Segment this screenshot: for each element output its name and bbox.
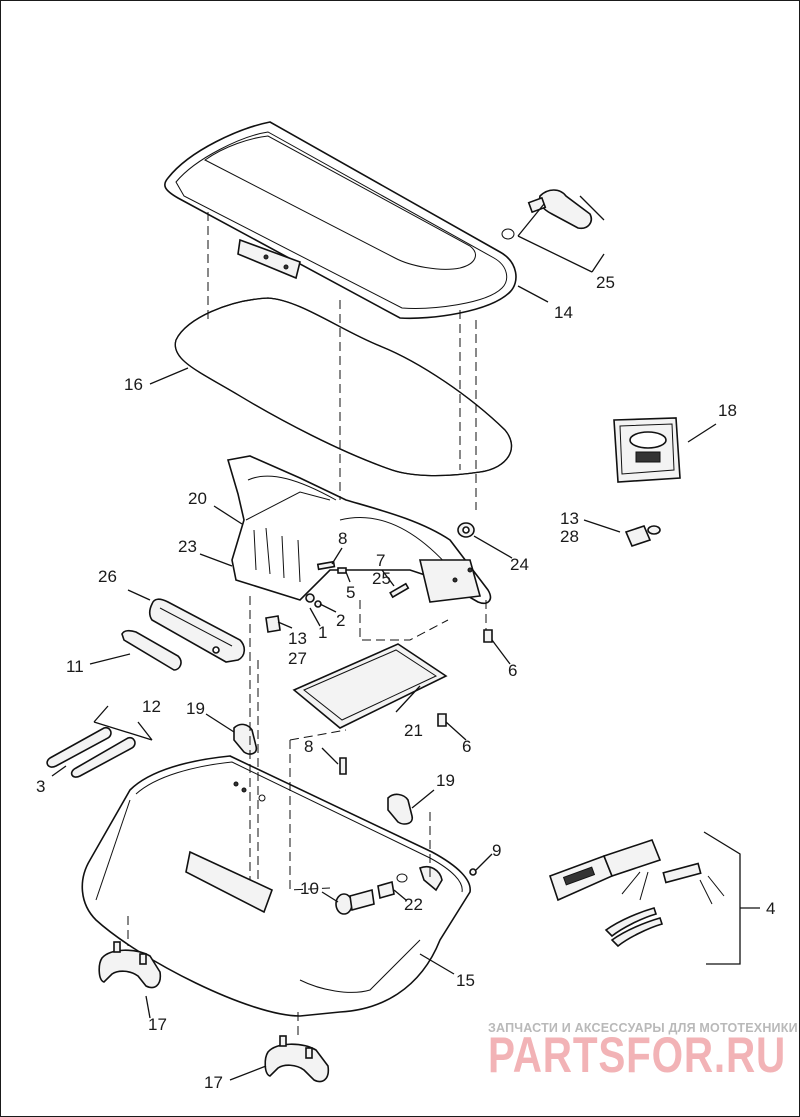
callout-10: 10	[300, 879, 319, 898]
watermark: ЗАПЧАСТИ И АКСЕССУАРЫ ДЛЯ МОТОТЕХНИКИ PA…	[488, 1021, 798, 1083]
part-lock-cylinder	[335, 873, 408, 915]
part-kit-box	[613, 417, 681, 483]
part-small-latch	[624, 525, 661, 547]
callout-13-right: 13	[560, 509, 579, 528]
callout-6-lower: 6	[462, 737, 471, 756]
callout-14: 14	[554, 303, 573, 322]
callout-18: 18	[718, 401, 737, 420]
part-small-fasteners	[265, 560, 493, 876]
callout-19-left: 19	[186, 699, 205, 718]
part-latch-handle	[501, 189, 593, 240]
callout-9: 9	[492, 841, 501, 860]
part-reflector-strips	[46, 726, 136, 778]
leader-lines	[51, 195, 760, 1081]
callout-16: 16	[124, 375, 143, 394]
part-clip-left	[233, 723, 258, 755]
callout-21: 21	[404, 721, 423, 740]
part-bracket-lower	[264, 1035, 330, 1083]
callout-27: 27	[288, 649, 307, 668]
part-bezel	[148, 598, 246, 663]
callout-17-upper: 17	[148, 1015, 167, 1034]
part-lid-seal	[174, 297, 513, 477]
callout-4: 4	[766, 899, 775, 918]
callout-11: 11	[66, 657, 84, 676]
part-clip-right	[387, 793, 414, 825]
callout-20: 20	[188, 489, 207, 508]
callout-8-upper: 8	[338, 529, 347, 548]
callout-24: 24	[510, 555, 529, 574]
part-lid	[164, 121, 517, 320]
callout-12: 12	[142, 697, 161, 716]
callout-25-mid: 25	[372, 569, 391, 588]
part-key-kit	[548, 839, 725, 948]
callout-3: 3	[36, 777, 45, 796]
part-washer	[457, 522, 475, 538]
callout-2: 2	[336, 611, 345, 630]
part-trim-strip	[121, 629, 182, 671]
callout-7: 7	[376, 551, 385, 570]
callout-23: 23	[178, 537, 197, 556]
callout-25-top: 25	[596, 273, 615, 292]
callout-8-lower: 8	[304, 737, 313, 756]
callout-22: 22	[404, 895, 423, 914]
part-inner-liner	[226, 455, 492, 605]
part-bracket-upper	[98, 941, 162, 989]
assembly-dashed-lines	[127, 212, 487, 1040]
callout-19-right: 19	[436, 771, 455, 790]
part-saddlebag-body	[81, 755, 471, 1017]
callout-1: 1	[318, 623, 327, 642]
part-floor-mat	[292, 643, 448, 729]
watermark-brand: PARTSFOR.RU	[488, 1027, 786, 1083]
callout-13-left: 13	[288, 629, 307, 648]
watermark-tagline: ЗАПЧАСТИ И АКСЕССУАРЫ ДЛЯ МОТОТЕХНИКИ	[488, 1021, 798, 1035]
callout-6-upper: 6	[508, 661, 517, 680]
callout-15: 15	[456, 971, 475, 990]
callout-26: 26	[98, 567, 117, 586]
callout-28: 28	[560, 527, 579, 546]
callout-17-lower: 17	[204, 1073, 223, 1092]
callout-5: 5	[346, 583, 355, 602]
callout-labels: 1 2 3 4 5 6 6 7 8 8 9 10 11 12 13 13 14 …	[36, 273, 775, 1092]
